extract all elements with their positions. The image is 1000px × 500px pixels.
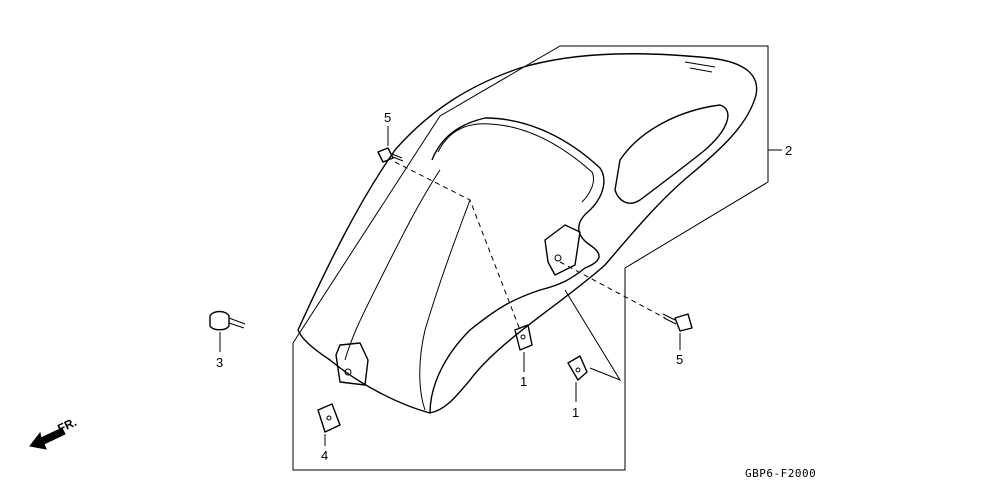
fender-inner-contour <box>344 169 441 361</box>
front-mount-bracket <box>335 342 369 386</box>
fender-inner-rim-2 <box>437 123 595 203</box>
clip-nut-1a <box>514 324 533 351</box>
callout-4: 4 <box>321 448 328 463</box>
rear-mount-hole <box>554 254 562 262</box>
bolt-5b <box>662 313 693 332</box>
rear-mount-bracket <box>544 224 581 276</box>
fender-side-recess <box>614 104 729 204</box>
assembly-frame <box>292 45 769 471</box>
front-mount-hole <box>344 368 352 376</box>
callout-5a: 5 <box>384 110 391 125</box>
front-direction-label: FR. <box>55 415 78 436</box>
drawing-code: GBP6-F2000 <box>745 467 816 480</box>
assembly-line-1b <box>564 289 622 382</box>
callout-2: 2 <box>785 143 792 158</box>
front-direction-indicator: FR. <box>29 415 79 450</box>
fender-inner-rim <box>429 117 605 414</box>
clip-nut-1a-hole <box>520 334 526 340</box>
clip-4 <box>317 403 341 433</box>
callout-1a: 1 <box>520 374 527 389</box>
callout-1b: 1 <box>572 405 579 420</box>
clip-4-hole <box>326 415 332 421</box>
front-arrow-icon <box>29 427 66 450</box>
bolt-3 <box>209 310 246 331</box>
fender-outer-outline <box>297 53 758 414</box>
fender-inner-contour-2 <box>419 199 471 411</box>
clip-nut-1b-hole <box>575 367 581 373</box>
clip-nut-1b <box>567 355 588 381</box>
callout-5b: 5 <box>676 352 683 367</box>
assembly-line-5b <box>559 261 666 319</box>
bolt-5a <box>377 147 404 163</box>
callout-3: 3 <box>216 355 223 370</box>
fender-logo-mark <box>684 61 716 73</box>
assembly-line-5a <box>394 161 521 331</box>
